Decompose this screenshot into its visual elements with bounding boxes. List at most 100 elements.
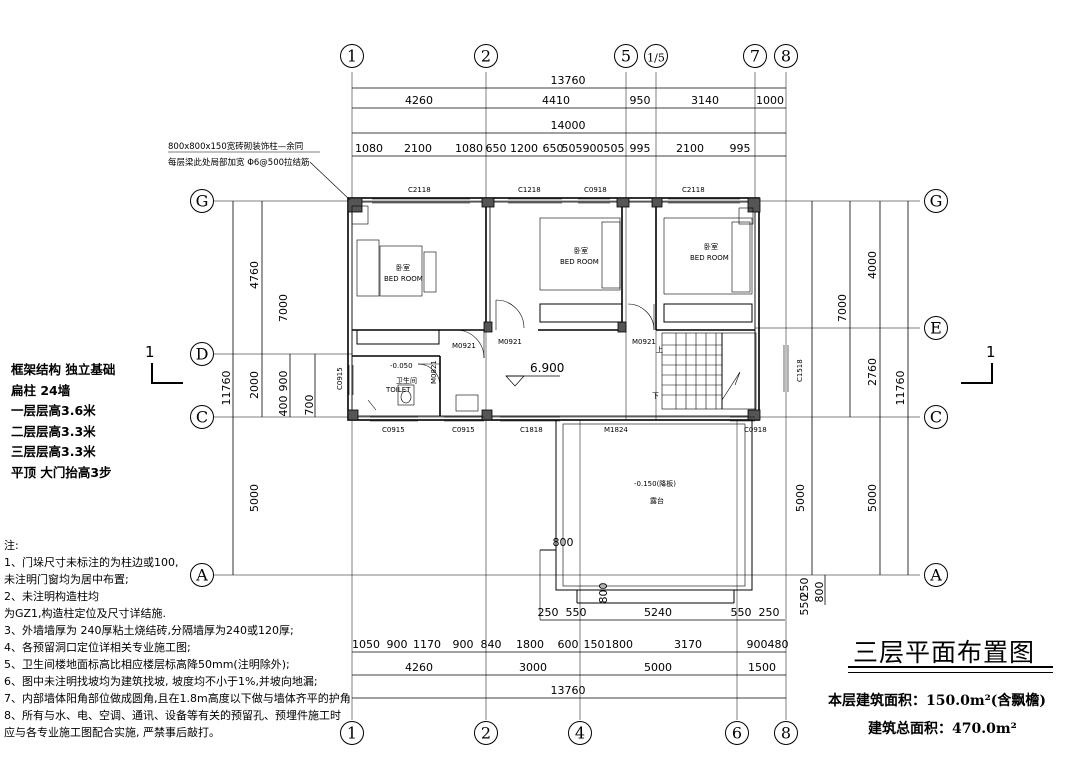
note-line: 3、外墙墙厚为 240厚粘土烧结砖,分隔墙厚为240或120厚; (4, 624, 294, 637)
dimension-value: 650 (543, 142, 564, 155)
room-label-bedroom: 卧室 (704, 242, 718, 251)
notes-title: 注: (4, 539, 19, 552)
section-marks (151, 363, 993, 384)
drawing-title: 三层平面布置图 (853, 638, 1036, 667)
level-toilet: -0.050 (390, 362, 413, 370)
level-markers (505, 375, 560, 387)
dimension-value: 2100 (676, 142, 704, 155)
dimension-value: 900 (747, 638, 768, 651)
dimension-value: 3140 (691, 94, 719, 107)
dimension-value: 2100 (404, 142, 432, 155)
dimension-value: 4000 (866, 251, 879, 279)
room-label-toilet: 卫生间 (396, 376, 417, 385)
dimension-value: 1170 (413, 638, 441, 651)
grid-bubble-label: E (930, 319, 942, 338)
window-label: C0915 (336, 367, 344, 390)
grid-bubble (340, 721, 364, 745)
grid-bubble-label: 5 (621, 47, 631, 66)
column-note-line-1: 800x800x150宽砖砌装饰柱—余同 (168, 141, 303, 152)
windows (348, 198, 789, 422)
grid-bubble (190, 189, 214, 213)
grid-bubble (725, 721, 749, 745)
dimension-value: 7000 (836, 294, 849, 322)
grid-bubble (924, 405, 948, 429)
dimension-value: 550 (566, 606, 587, 619)
grid-bubble (190, 405, 214, 429)
grid-bubble-label: 2 (481, 724, 491, 743)
grid-bubble-label: 2 (481, 47, 491, 66)
dimension-value: 250 (759, 606, 780, 619)
dimension-value: 840 (481, 638, 502, 651)
column-note-line-2: 每层梁此处局部加宽 Φ6@500拉结筋 (168, 157, 310, 168)
grid-bubble (474, 721, 498, 745)
grid-bubble (568, 721, 592, 745)
side-dimensions (232, 201, 909, 605)
floor-area: 本层建筑面积：150.0m²(含飘檐) (828, 693, 1047, 709)
dimension-value: 800 (813, 582, 826, 603)
dimension-value: 250 (538, 606, 559, 619)
dimension-value: 4260 (405, 94, 433, 107)
dimension-value: 400 (277, 396, 290, 417)
grid-bubble (924, 189, 948, 213)
note-line: 7、内部墙体阳角部位做成圆角,且在1.8m高度以下做与墙体齐平的护角 (4, 692, 351, 705)
spec-line: 二层层高3.3米 (11, 423, 96, 439)
grid-bubble (774, 721, 798, 745)
note-line: 6、图中未注明找坡均为建筑找坡, 坡度均不小于1%,并坡向地漏; (4, 675, 318, 688)
dimension-value: 505 (562, 142, 583, 155)
dimension-value: 250 (798, 578, 811, 599)
dimension-value: 5000 (644, 661, 672, 674)
stair-down-label: 下 (652, 392, 659, 400)
dimension-value: 550 (731, 606, 752, 619)
window-label: C0915 (452, 426, 475, 434)
grid-bubble (774, 44, 798, 68)
dimension-value: 7000 (277, 294, 290, 322)
room-label-toilet-en: TOILET (385, 386, 411, 394)
dimension-value: 4410 (542, 94, 570, 107)
structure-spec: 框架结构 独立基础 扁柱 24墙 一层层高3.6米 二层层高3.3米 三层层高3… (11, 360, 115, 483)
grid-bubble-label: A (195, 566, 208, 585)
level-terrace: -0.150(降板) (634, 479, 676, 488)
bottom-dimensions (352, 619, 786, 699)
dimension-value: 1080 (355, 142, 383, 155)
note-line: 未注明门窗均为居中布置; (4, 573, 129, 586)
dimension-value: 3000 (519, 661, 547, 674)
note-line: 8、所有与水、电、空调、通讯、设备等有关的预留孔、预埋件施工时 (4, 709, 341, 722)
note-line: 1、门垛尺寸未标注的为柱边或100, (4, 556, 179, 569)
grid-bubble-label: G (930, 192, 943, 211)
dimension-value: 950 (630, 94, 651, 107)
room-label-bedroom: 卧室 (574, 246, 588, 255)
grid-bubble (190, 342, 214, 366)
dimension-value: 1800 (605, 638, 633, 651)
floor-level: 6.900 (530, 361, 564, 375)
grid-bubble (924, 563, 948, 587)
dimension-value: 5000 (866, 484, 879, 512)
dimension-value: 4260 (405, 661, 433, 674)
section-mark-left: 1 (145, 343, 155, 361)
dimension-value: 800 (597, 583, 610, 604)
dimension-value: 150 (584, 638, 605, 651)
grid-bubble (924, 316, 948, 340)
dimension-value: 900 (277, 371, 290, 392)
dimension-value: 995 (730, 142, 751, 155)
total-area: 建筑总面积：470.0m² (868, 721, 1017, 737)
room-label-bedroom-en: BED ROOM (690, 254, 729, 262)
dimension-value: 900 (453, 638, 474, 651)
door-label: M1824 (604, 426, 628, 434)
grid-bubble (644, 44, 668, 68)
dimension-value: 1050 (352, 638, 380, 651)
dimension-value: 1500 (748, 661, 776, 674)
grid-bubble-label: 1 (347, 47, 357, 66)
spec-line: 扁柱 24墙 (11, 382, 71, 398)
grid-bubble (474, 44, 498, 68)
window-label: C0918 (744, 426, 767, 434)
door-label: M0921 (632, 338, 656, 346)
window-label: C0915 (382, 426, 405, 434)
door-label: M0821 (430, 360, 438, 384)
dimension-value: 13760 (551, 74, 586, 87)
grid-bubble-label: A (929, 566, 942, 585)
grid-bubble (743, 44, 767, 68)
grid-bubble-label: 7 (750, 47, 760, 66)
dimension-value: 5000 (248, 484, 261, 512)
dimension-value: 11760 (894, 371, 907, 406)
